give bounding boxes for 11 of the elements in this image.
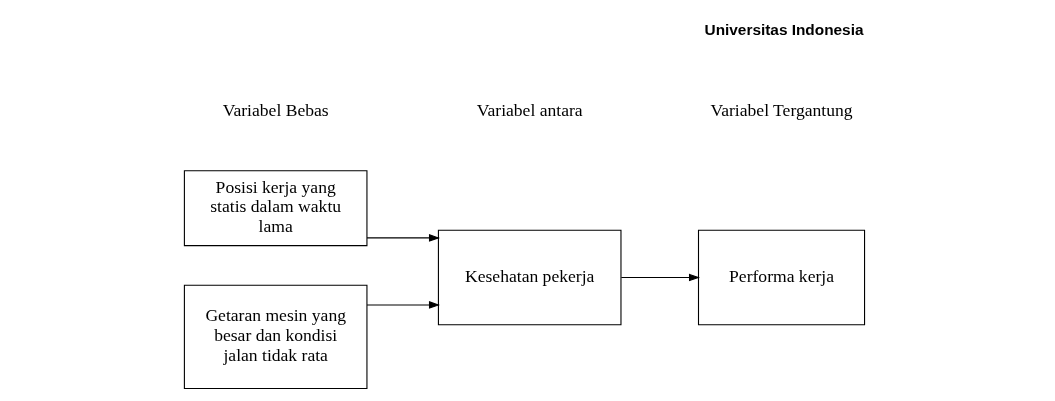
node-box: Getaran mesin yang besar dan kondisi jalan tidak rata [183, 284, 368, 390]
label: Variabel antara [476, 99, 583, 120]
node-box: Performa kerja [697, 229, 866, 326]
label: Variabel Bebas [222, 99, 329, 120]
arrow [620, 273, 700, 282]
label: Variabel Tergantung [710, 99, 853, 120]
node-box: Kesehatan pekerja [437, 229, 622, 326]
arrow [366, 234, 440, 242]
label: Universitas Indonesia [704, 21, 864, 39]
arrow [366, 301, 440, 309]
node-box: Posisi kerja yang statis dalam waktu lama [183, 170, 368, 247]
